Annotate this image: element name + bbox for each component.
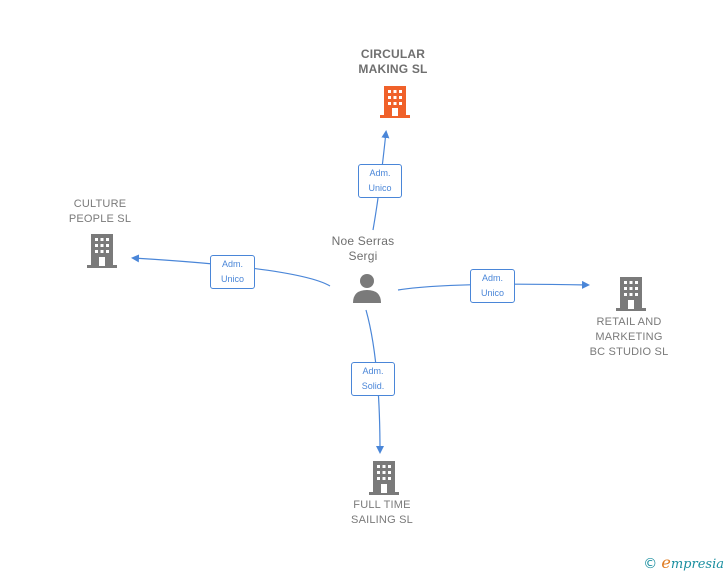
- person-icon[interactable]: [351, 273, 383, 303]
- company-label-circular-making[interactable]: CIRCULAR MAKING SL: [358, 47, 428, 76]
- copyright-icon: ©: [643, 556, 658, 572]
- brand-footer: © empresia: [643, 553, 724, 572]
- building-icon[interactable]: [368, 459, 400, 495]
- building-icon[interactable]: [615, 275, 647, 311]
- brand-logo-text: mpresia: [670, 557, 724, 572]
- brand-logo-e: e: [661, 553, 671, 572]
- relation-badge-retail[interactable]: Adm. Unico: [470, 269, 515, 303]
- company-label-full-time-sailing[interactable]: FULL TIME SAILING SL: [351, 499, 413, 526]
- building-icon-highlighted[interactable]: [379, 84, 411, 118]
- company-label-retail-marketing[interactable]: RETAIL AND MARKETING BC STUDIO SL: [589, 316, 669, 358]
- building-icon[interactable]: [86, 232, 118, 268]
- person-label-noe-serras-sergi[interactable]: Noe Serras Sergi: [331, 234, 395, 263]
- relation-badge-culture[interactable]: Adm. Unico: [210, 255, 255, 289]
- company-label-culture-people[interactable]: CULTURE PEOPLE SL: [68, 198, 132, 225]
- edge-to-culture-people: [131, 254, 331, 287]
- relation-badge-circular[interactable]: Adm. Unico: [358, 164, 402, 198]
- relation-badge-fulltime[interactable]: Adm. Solid.: [351, 362, 395, 396]
